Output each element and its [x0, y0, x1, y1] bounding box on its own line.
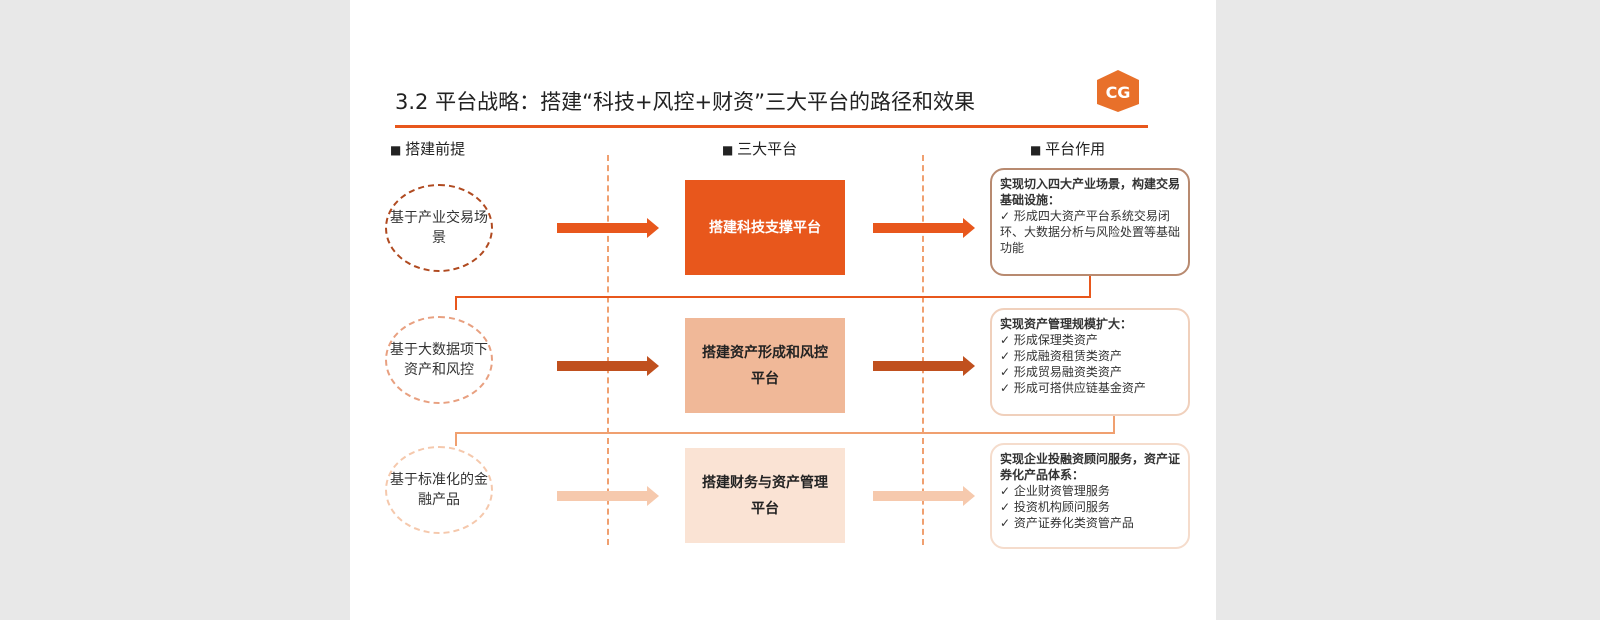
arrow-right-icon: [873, 486, 975, 506]
premise-2: 基于大数据项下资产和风控: [385, 316, 493, 404]
effect-3: 实现企业投融资顾问服务，资产证券化产品体系：企业财资管理服务投资机构顾问服务资产…: [990, 443, 1190, 549]
arrow-right-icon: [557, 486, 659, 506]
effect-item: 企业财资管理服务: [1000, 483, 1180, 499]
svg-text:CG: CG: [1106, 83, 1131, 102]
platform-1: 搭建科技支撑平台: [685, 180, 845, 275]
connector: [455, 296, 457, 310]
divider: [922, 155, 924, 545]
effect-1: 实现切入四大产业场景，构建交易基础设施：形成四大资产平台系统交易闭环、大数据分析…: [990, 168, 1190, 276]
header-platforms: 三大平台: [722, 138, 797, 159]
effect-heading: 实现切入四大产业场景，构建交易基础设施：: [1000, 177, 1181, 207]
arrow-right-icon: [873, 356, 975, 376]
effect-heading: 实现资产管理规模扩大：: [1000, 317, 1133, 331]
arrow-right-icon: [557, 218, 659, 238]
arrow-right-icon: [557, 356, 659, 376]
effect-item: 投资机构顾问服务: [1000, 499, 1180, 515]
effect-item: 形成保理类资产: [1000, 332, 1180, 348]
platform-3: 搭建财务与资产管理平台: [685, 448, 845, 543]
connector: [455, 432, 457, 446]
slide-title: 3.2 平台战略：搭建“科技+风控+财资”三大平台的路径和效果: [395, 90, 976, 114]
effect-2: 实现资产管理规模扩大：形成保理类资产形成融资租赁类资产形成贸易融资类资产形成可搭…: [990, 308, 1190, 416]
effect-item: 形成贸易融资类资产: [1000, 364, 1180, 380]
effect-heading: 实现企业投融资顾问服务，资产证券化产品体系：: [1000, 452, 1181, 482]
logo-icon: CG: [1097, 70, 1139, 112]
arrow-right-icon: [873, 218, 975, 238]
title-rule: [395, 125, 1148, 128]
header-premise: 搭建前提: [390, 138, 465, 159]
premise-3: 基于标准化的金融产品: [385, 446, 493, 534]
connector: [455, 432, 1115, 434]
effect-item: 资产证券化类资管产品: [1000, 515, 1180, 531]
platform-2: 搭建资产形成和风控平台: [685, 318, 845, 413]
divider: [607, 155, 609, 545]
effect-item: 形成可搭供应链基金资产: [1000, 380, 1180, 396]
connector: [1089, 276, 1091, 298]
connector: [455, 296, 1091, 298]
connector: [1113, 416, 1115, 434]
effect-item: 形成融资租赁类资产: [1000, 348, 1180, 364]
effect-item: 形成四大资产平台系统交易闭环、大数据分析与风险处置等基础功能: [1000, 208, 1180, 256]
header-effects: 平台作用: [1030, 138, 1105, 159]
premise-1: 基于产业交易场景: [385, 184, 493, 272]
